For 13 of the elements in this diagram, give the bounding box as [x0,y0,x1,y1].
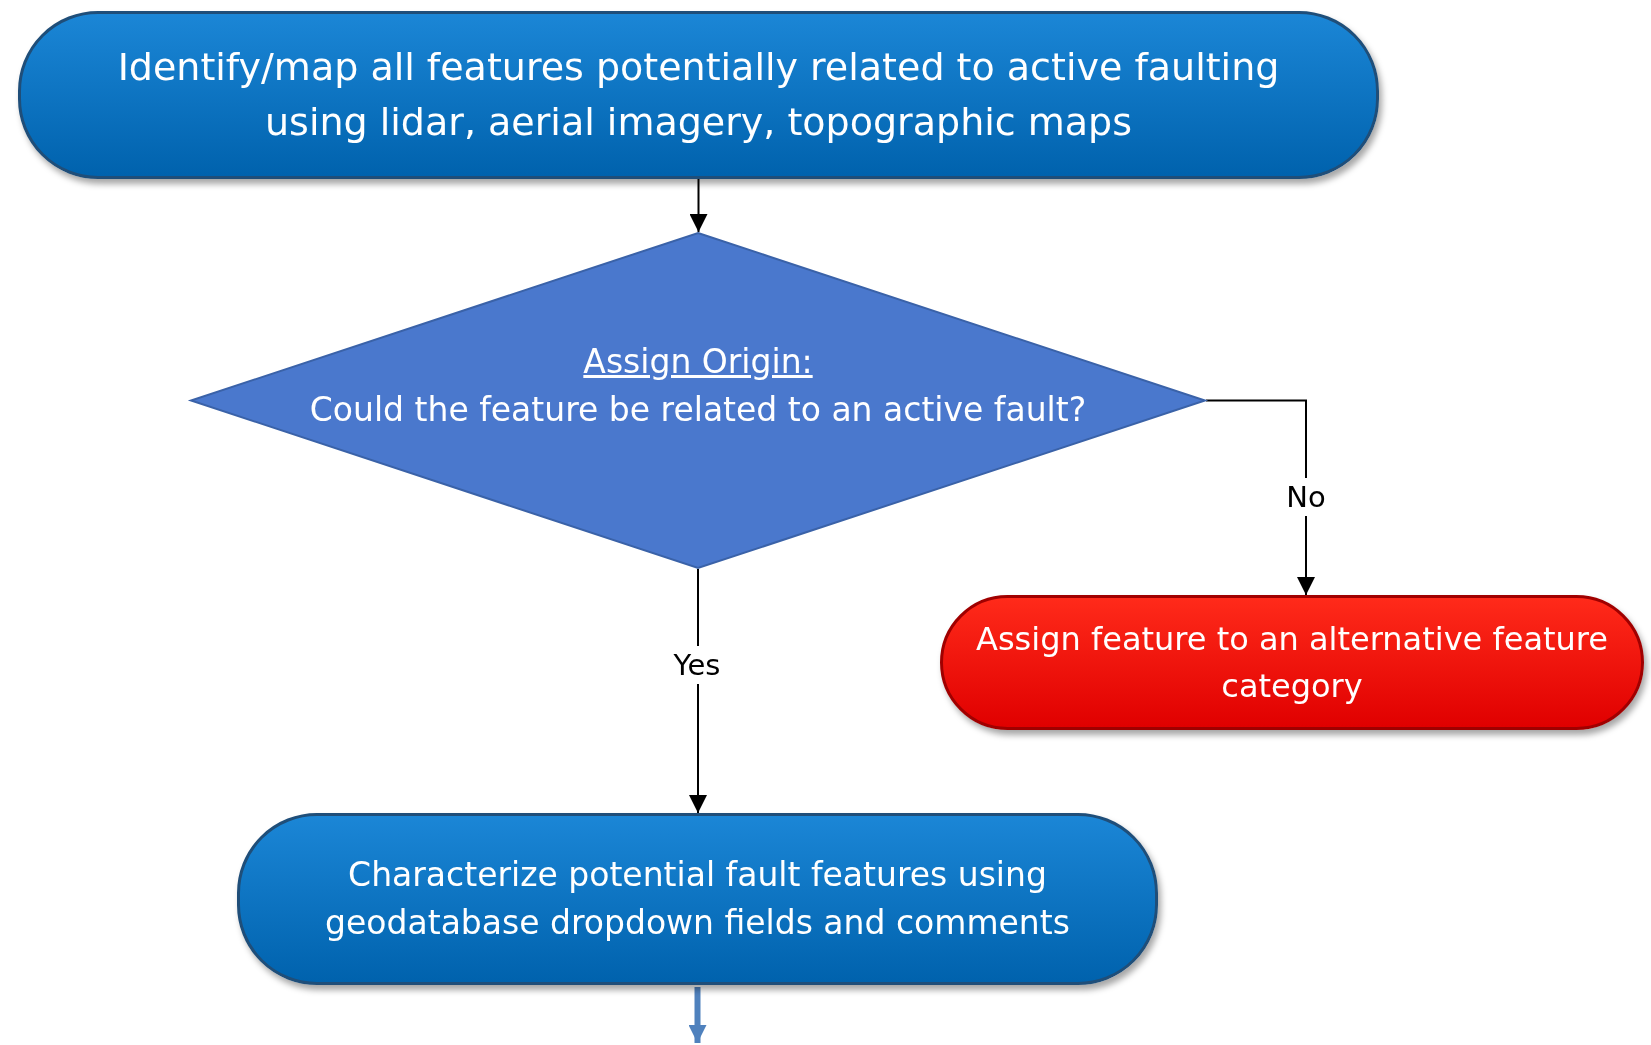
arrow [689,178,708,233]
process-box [18,11,1379,179]
process-box [237,813,1158,985]
decision-heading: Assign Origin: [583,340,813,383]
step-text: Could the feature be related to an active fault? [309,388,1087,431]
step-text: Identify/map all features potentially related to active faulting using lidar, aerial imagery, topographic maps [116,43,1281,146]
arrow [1205,399,1315,596]
step-text: Characterize potential fault features using geodatabase dropdown fields and comments [324,854,1071,944]
process-box [940,595,1644,730]
edge-label: Yes [673,646,721,684]
step-text: Assign feature to an alternative feature category [975,619,1609,707]
arrow [688,987,707,1043]
edge-label: No [1286,478,1326,516]
